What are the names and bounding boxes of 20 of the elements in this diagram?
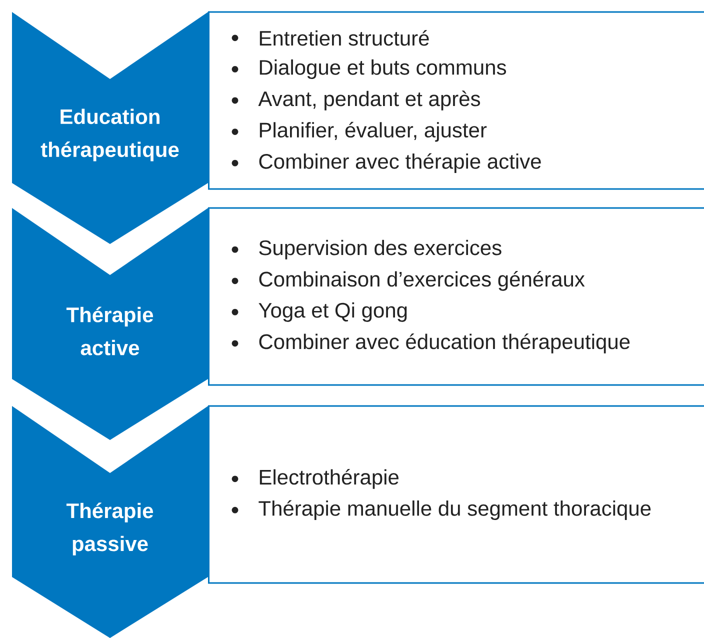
node-label: Combiner avec éducation thérapeutique xyxy=(259,333,630,354)
bullet-list-box: Electrothérapie Thérapie manuelle du segment thoracique xyxy=(208,405,704,584)
node-label: Electrothérapie xyxy=(260,468,398,489)
node-label: Planifier, évaluer, ajuster xyxy=(260,122,487,142)
node-label: Avant, pendant et après xyxy=(258,90,480,110)
node-label: Education thérapeutique xyxy=(40,108,179,162)
node-label: Combinaison d’exercices généraux xyxy=(259,270,585,291)
node-label: Supervision des exercices xyxy=(259,240,502,260)
chevron-banner: Thérapie active xyxy=(12,208,208,440)
node-label: Thérapie passive xyxy=(66,502,154,556)
node-label: Thérapie manuelle du segment thoracique xyxy=(258,500,651,520)
bullet-list-box: Entretien structuré Dialogue et buts communs Avant, pendant et après Planifier, évaluer, ajuster Combiner avec thérapie active xyxy=(208,11,704,190)
bullet-list-box: Supervision des exercices Combinaison d’exercices généraux Yoga et Qi gong Combiner avec éducation thérapeutique xyxy=(208,207,704,386)
node-label: Yoga et Qi gong xyxy=(258,302,407,322)
chevron-banner: Education thérapeutique xyxy=(12,12,208,244)
node-label: Combiner avec thérapie active xyxy=(259,153,541,174)
node-label: Dialogue et buts communs xyxy=(260,59,506,79)
node-label: Thérapie active xyxy=(66,306,154,356)
chevron-banner: Thérapie passive xyxy=(12,406,208,638)
node-label: Entretien structuré xyxy=(260,30,429,46)
